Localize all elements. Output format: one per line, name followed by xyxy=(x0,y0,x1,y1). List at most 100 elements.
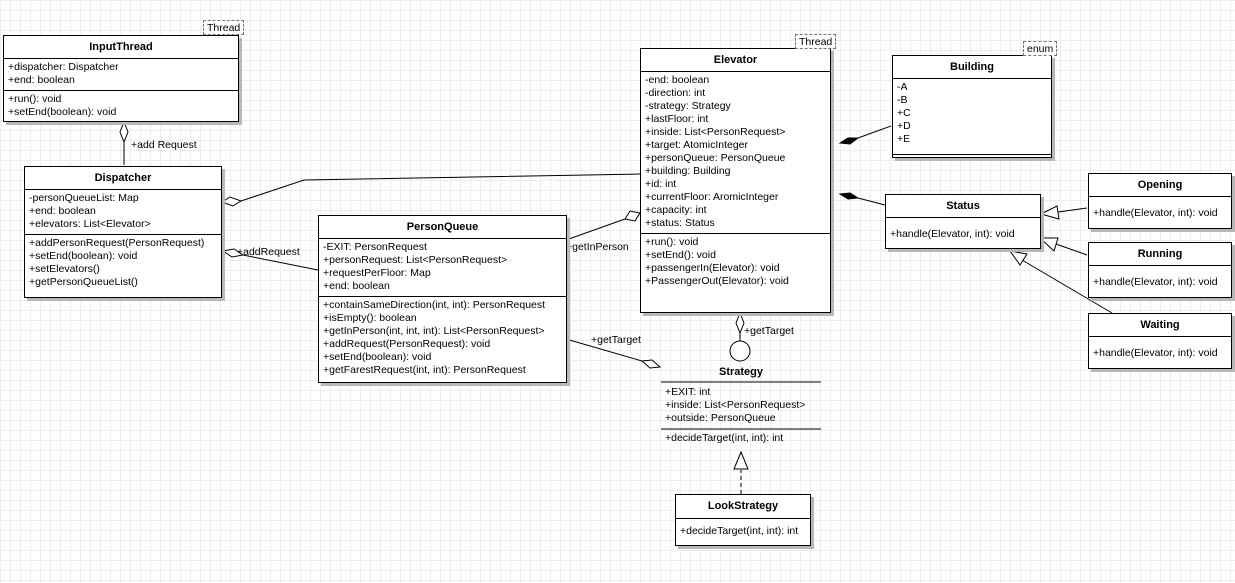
methods-section: +handle(Elevator, int): void xyxy=(1089,266,1231,292)
method: +isEmpty(): boolean xyxy=(323,312,417,324)
label-get-in-person: +getInPerson xyxy=(566,241,629,253)
methods-section: +decideTarget(int, int): int xyxy=(676,519,810,541)
attribute: +target: AtomicInteger xyxy=(645,139,749,151)
empty-section xyxy=(893,155,1051,159)
method: +handle(Elevator, int): void xyxy=(1093,276,1218,288)
attributes-section: -EXIT: PersonRequest +personRequest: Lis… xyxy=(319,239,566,297)
stereotype-enum: enum xyxy=(1023,41,1058,56)
method: +addRequest(PersonRequest): void xyxy=(323,338,491,350)
enum-literals-section: -A -B +C +D +E xyxy=(893,79,1051,155)
attribute: +requestPerFloor: Map xyxy=(323,267,431,279)
method: +addPersonRequest(PersonRequest) xyxy=(29,237,205,249)
class-name: LookStrategy xyxy=(676,495,810,519)
class-status[interactable]: Status +handle(Elevator, int): void xyxy=(885,194,1041,249)
attribute: -EXIT: PersonRequest xyxy=(323,241,427,253)
attributes-section: -personQueueList: Map +end: boolean +ele… xyxy=(25,190,221,235)
attribute: +EXIT: int xyxy=(665,386,711,398)
attribute: +lastFloor: int xyxy=(645,113,709,125)
composition-elevator-building xyxy=(857,125,892,139)
aggregation-diamond xyxy=(624,210,641,222)
realization-arrowhead xyxy=(1008,250,1028,266)
strategy-methods-section: +decideTarget(int, int): int xyxy=(665,432,783,445)
methods-section: +run(): void +setEnd(boolean): void xyxy=(4,91,238,122)
method: +setEnd(boolean): void xyxy=(8,106,117,118)
methods-section: +handle(Elevator, int): void xyxy=(1089,197,1231,223)
method: +passengerIn(Elevator): void xyxy=(645,262,780,274)
attribute: +end: boolean xyxy=(29,205,96,217)
method: +setEnd(): void xyxy=(645,249,716,261)
methods-section: +addPersonRequest(PersonRequest) +setEnd… xyxy=(25,235,221,292)
class-name: PersonQueue xyxy=(319,216,566,239)
label-add-request-2: +addRequest xyxy=(237,246,300,258)
aggregation-dispatcher-elevator xyxy=(240,173,641,202)
interface-lollipop xyxy=(729,340,751,362)
attribute: +inside: List<PersonRequest> xyxy=(645,126,786,138)
attributes-section: +dispatcher: Dispatcher +end: boolean xyxy=(4,59,238,91)
attributes-section: -end: boolean -direction: int -strategy:… xyxy=(641,72,830,234)
method: +setElevators() xyxy=(29,263,100,275)
attribute: +status: Status xyxy=(645,217,715,229)
method: +run(): void xyxy=(8,93,62,105)
class-strategy-name[interactable]: Strategy xyxy=(718,366,764,378)
method: +handle(Elevator, int): void xyxy=(1093,347,1218,359)
attribute: +inside: List<PersonRequest> xyxy=(665,399,806,411)
enum-literal: -B xyxy=(897,94,908,106)
class-name: Building xyxy=(893,56,1051,79)
aggregation-personqueue-elevator xyxy=(565,218,626,241)
strategy-attributes-section: +EXIT: int +inside: List<PersonRequest> … xyxy=(665,386,805,425)
methods-section: +containSameDirection(int, int): PersonR… xyxy=(319,297,566,380)
class-name: Dispatcher xyxy=(25,167,221,190)
label-add-request: +add Request xyxy=(131,139,197,151)
method: +containSameDirection(int, int): PersonR… xyxy=(323,299,546,311)
composition-diamond xyxy=(838,137,860,145)
attribute: +end: boolean xyxy=(8,74,75,86)
method: +getPersonQueueList() xyxy=(29,276,138,288)
method: +handle(Elevator, int): void xyxy=(890,228,1015,240)
class-lookstrategy[interactable]: LookStrategy +decideTarget(int, int): in… xyxy=(675,494,811,546)
class-inputthread[interactable]: InputThread +dispatcher: Dispatcher +end… xyxy=(3,35,239,122)
attribute: +personRequest: List<PersonRequest> xyxy=(323,254,508,266)
realization-running-status xyxy=(1055,243,1088,256)
class-name: InputThread xyxy=(4,36,238,59)
attribute: +dispatcher: Dispatcher xyxy=(8,61,119,73)
enum-literal: +E xyxy=(897,133,911,145)
class-waiting[interactable]: Waiting +handle(Elevator, int): void xyxy=(1088,313,1232,369)
class-personqueue[interactable]: PersonQueue -EXIT: PersonRequest +person… xyxy=(318,215,567,383)
method: +setEnd(boolean): void xyxy=(29,250,138,262)
aggregation-personqueue-strategy xyxy=(565,338,643,362)
class-name: Opening xyxy=(1089,174,1231,197)
realization-arrowhead xyxy=(1039,205,1060,220)
stereotype-thread: Thread xyxy=(795,34,837,49)
class-running[interactable]: Running +handle(Elevator, int): void xyxy=(1088,242,1232,298)
method: +run(): void xyxy=(645,236,699,248)
attribute: -end: boolean xyxy=(645,74,710,86)
class-name: Elevator xyxy=(641,49,830,72)
class-elevator[interactable]: Elevator -end: boolean -direction: int -… xyxy=(640,48,831,313)
attribute: -strategy: Strategy xyxy=(645,100,731,112)
aggregation-diamond xyxy=(735,311,745,335)
stereotype-thread: Thread xyxy=(203,20,245,35)
label-get-target-2: +getTarget xyxy=(744,325,794,337)
method: +getFarestRequest(int, int): PersonReque… xyxy=(323,364,526,376)
method: +decideTarget(int, int): int xyxy=(680,525,799,537)
class-name: Status xyxy=(886,195,1040,218)
aggregation-diamond xyxy=(640,359,662,369)
methods-section: +handle(Elevator, int): void xyxy=(1089,337,1231,363)
methods-section: +run(): void +setEnd(): void +passengerI… xyxy=(641,234,830,291)
class-building[interactable]: Building -A -B +C +D +E xyxy=(892,55,1052,158)
label-get-target-1: +getTarget xyxy=(591,334,641,346)
class-dispatcher[interactable]: Dispatcher -personQueueList: Map +end: b… xyxy=(24,166,222,298)
realization-opening-status xyxy=(1057,207,1088,213)
class-name: Running xyxy=(1089,243,1231,266)
enum-literal: +C xyxy=(897,107,911,119)
attribute: +end: boolean xyxy=(323,280,390,292)
method: +handle(Elevator, int): void xyxy=(1093,207,1218,219)
attribute: +capacity: int xyxy=(645,204,707,216)
method: +PassengerOut(Elevator): void xyxy=(645,275,789,287)
attribute: +id: int xyxy=(645,178,677,190)
realization-arrowhead xyxy=(733,450,749,470)
method: +setEnd(boolean): void xyxy=(323,351,432,363)
aggregation-diamond xyxy=(119,120,129,144)
aggregation-dispatcher-personqueue xyxy=(242,254,319,271)
class-opening[interactable]: Opening +handle(Elevator, int): void xyxy=(1088,173,1232,229)
